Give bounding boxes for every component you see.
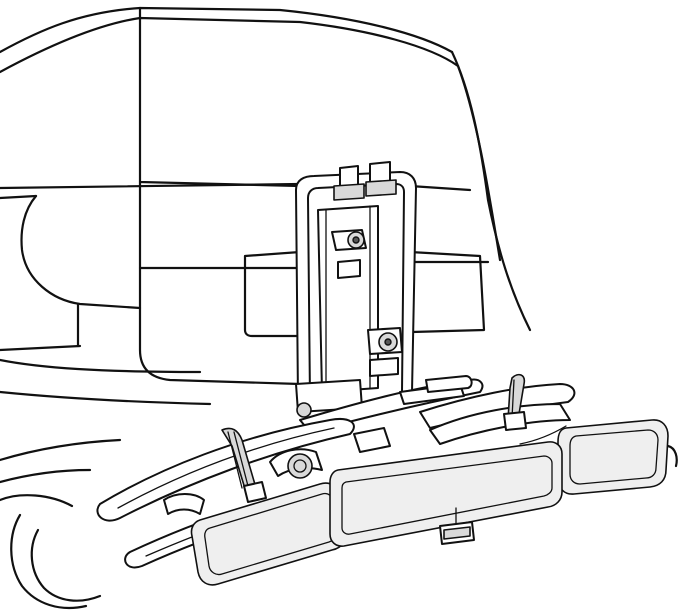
lift-frame bbox=[295, 161, 417, 418]
car-wheel bbox=[0, 494, 102, 610]
tail-light-boxes bbox=[190, 419, 678, 586]
tow-ball-coupling bbox=[439, 507, 475, 545]
car-rear bbox=[0, 6, 532, 484]
license-plate-holder bbox=[329, 425, 567, 547]
wheel-straps bbox=[163, 373, 527, 515]
